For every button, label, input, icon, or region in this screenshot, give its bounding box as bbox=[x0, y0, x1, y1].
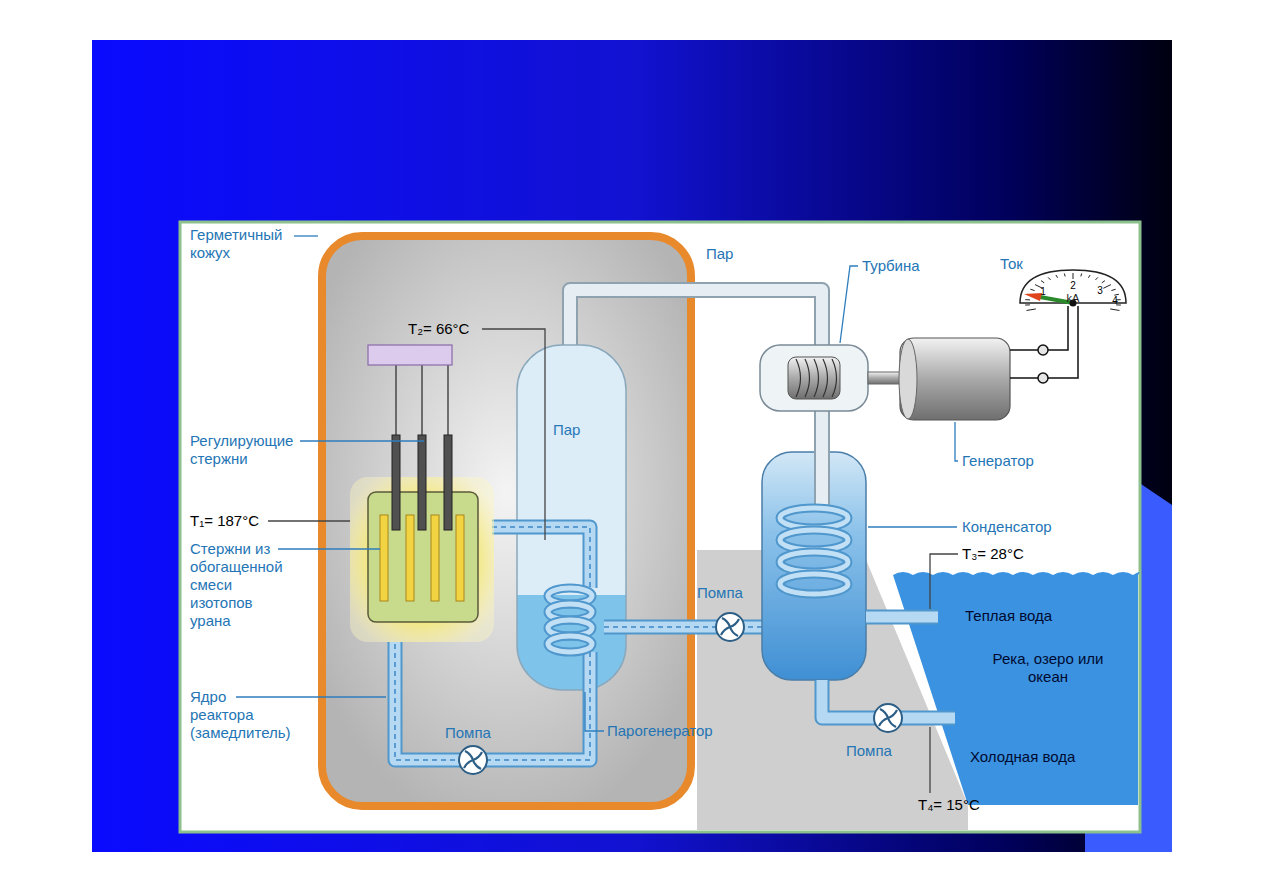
part-label: Регулирующие стержни bbox=[190, 432, 298, 468]
temperature-label: T₁= 187°C bbox=[190, 512, 270, 530]
part-label: Генератор bbox=[962, 452, 1052, 470]
gauge-number: 3 bbox=[1094, 285, 1106, 297]
steam-generator-vessel: Пар bbox=[517, 345, 626, 690]
part-label: Стержни из обогащенной смеси изотопов ур… bbox=[190, 540, 288, 630]
part-label: Турбина bbox=[862, 257, 942, 275]
flow-label: Холодная вода bbox=[970, 748, 1110, 766]
vessel-label: Пар bbox=[553, 421, 580, 439]
gauge-number: 2 bbox=[1067, 280, 1079, 292]
temperature-label: T₃= 28°C bbox=[962, 545, 1042, 563]
flow-label: Пар bbox=[706, 245, 746, 263]
gauge-number: 1 bbox=[1037, 286, 1049, 298]
part-label: Помпа bbox=[697, 584, 757, 602]
temperature-label: T₄= 15°C bbox=[918, 796, 998, 814]
part-label: Герметичный кожух bbox=[190, 226, 290, 262]
temperature-label: T₂= 66°C bbox=[408, 320, 488, 338]
part-label: Помпа bbox=[846, 742, 906, 760]
part-label: Конденсатор bbox=[962, 518, 1072, 536]
flow-label: Теплая вода bbox=[965, 607, 1085, 625]
region-label: Река, озеро или океан bbox=[983, 650, 1113, 686]
gauge-title: Ток bbox=[1000, 255, 1036, 273]
part-label: Ядро реактора (замедлитель) bbox=[190, 688, 282, 742]
gauge-number: 4 bbox=[1109, 295, 1121, 307]
gauge-unit: kA bbox=[1063, 292, 1083, 304]
part-label: Парогенератор bbox=[607, 722, 727, 740]
part-label: Помпа bbox=[445, 724, 505, 742]
